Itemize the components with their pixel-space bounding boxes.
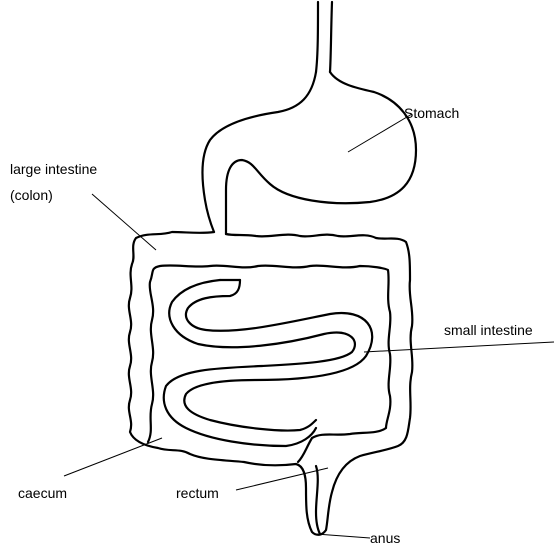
colon-label: (colon) (10, 187, 53, 204)
anus-label: anus (370, 530, 400, 547)
stomach-leader (348, 114, 412, 152)
stomach (202, 72, 416, 234)
rectum-leader (236, 468, 328, 490)
rectum-label: rectum (176, 485, 219, 502)
esophagus (316, 2, 332, 72)
small-intestine-leader (364, 342, 554, 352)
small-intestine-label: small intestine (444, 322, 533, 339)
stomach-label: Stomach (404, 105, 459, 122)
colon-outer-wall (129, 232, 413, 535)
caecum-label: caecum (18, 485, 67, 502)
rectum (316, 466, 320, 534)
colon-inner-wall (148, 265, 390, 462)
large-intestine-leader (92, 194, 156, 250)
large-intestine-label: large intestine (10, 161, 97, 178)
caecum-leader (64, 438, 162, 476)
small-intestine (164, 280, 372, 446)
anus-leader (316, 534, 370, 538)
